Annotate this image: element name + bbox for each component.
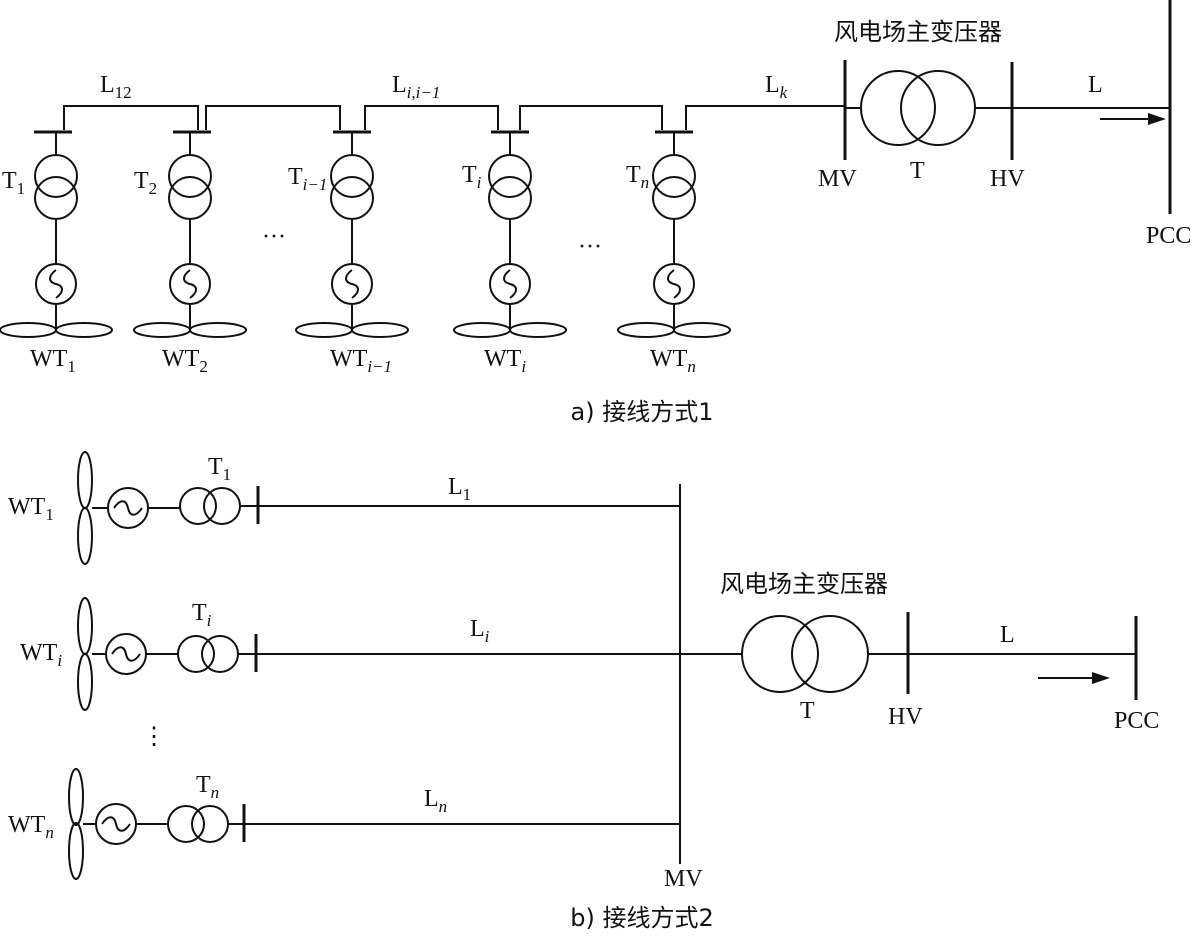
label-lk: Lk xyxy=(765,72,788,102)
label-wt1-b: WT1 xyxy=(8,494,54,524)
unit-2 xyxy=(133,130,247,338)
label-ln-b: Ln xyxy=(424,786,447,816)
label-wti-a: WTi xyxy=(484,346,526,376)
unit-i xyxy=(453,130,567,338)
label-mv-b: MV xyxy=(664,866,703,892)
transformer-t2-icon xyxy=(168,154,212,198)
line-l12 xyxy=(63,105,199,130)
caption-b: b) 接线方式2 xyxy=(570,904,714,932)
unit-i-1 xyxy=(295,130,409,338)
label-ti-b: Ti xyxy=(192,600,212,630)
label-l-b: L xyxy=(1000,622,1015,648)
label-l-a: L xyxy=(1088,72,1103,98)
wind-turbine-i-b-icon xyxy=(77,597,93,655)
line-lk xyxy=(685,105,845,130)
label-ti: Ti xyxy=(462,162,482,192)
label-t1-b: T1 xyxy=(208,454,231,484)
label-li-b: Li xyxy=(470,616,490,646)
label-ti-1: Ti−1 xyxy=(288,164,327,194)
feeder-n xyxy=(68,768,680,880)
caption-a: a) 接线方式1 xyxy=(571,398,714,426)
main-transformer-b-icon xyxy=(741,615,819,693)
ellipsis-a-1: ··· xyxy=(262,224,286,250)
feeder-1 xyxy=(77,451,680,565)
label-hv-a: HV xyxy=(990,166,1025,192)
unit-1 xyxy=(0,130,113,338)
label-wt2-a: WT2 xyxy=(162,346,208,376)
label-wti-b: WTi xyxy=(20,640,62,670)
wind-turbine-1-icon xyxy=(0,322,57,338)
ellipsis-b: ⋮ xyxy=(142,724,166,750)
arrow-head-a-icon xyxy=(1148,113,1166,125)
wind-turbine-i-icon xyxy=(453,322,511,338)
main-transformer-title-a: 风电场主变压器 xyxy=(834,18,1002,46)
diagram-b: 风电场主变压器 WT1 WTi WTn T1 Ti Tn L1 Li Ln ⋮ … xyxy=(8,451,1159,932)
transformer-ti-1-icon xyxy=(330,154,374,198)
label-wti-1-a: WTi−1 xyxy=(330,346,392,376)
label-wtn-b: WTn xyxy=(8,812,54,842)
arrow-head-b-icon xyxy=(1092,672,1110,684)
label-pcc-a: PCC xyxy=(1146,223,1191,249)
label-wtn-a: WTn xyxy=(650,346,696,376)
label-t-b: T xyxy=(800,698,815,724)
label-pcc-b: PCC xyxy=(1114,708,1159,734)
wind-turbine-2-icon xyxy=(133,322,191,338)
transformer-t1-b-icon xyxy=(179,487,217,525)
unit-n xyxy=(617,130,731,338)
wind-turbine-n-icon xyxy=(617,322,675,338)
wind-turbine-i-1-icon xyxy=(295,322,353,338)
transformer-tn-icon xyxy=(652,154,696,198)
label-tn-b: Tn xyxy=(196,772,219,802)
transformer-t1-icon xyxy=(34,154,78,198)
label-t2: T2 xyxy=(134,168,157,198)
diagram-a: 风电场主变压器 L12 Li,i−1 Lk L MV T HV PCC T1 T… xyxy=(0,0,1191,426)
ellipsis-a-2: ··· xyxy=(578,234,602,260)
line-i-to-n xyxy=(519,105,663,130)
line-li-i-1 xyxy=(364,105,499,130)
label-l1-b: L1 xyxy=(448,474,471,504)
label-hv-b: HV xyxy=(888,704,923,730)
wind-turbine-n-b-icon xyxy=(68,768,84,826)
label-mv-a: MV xyxy=(818,166,857,192)
label-wt1-a: WT1 xyxy=(30,346,76,376)
label-t-a: T xyxy=(910,158,925,184)
feeder-i xyxy=(77,597,742,711)
label-l12: L12 xyxy=(100,72,132,102)
transformer-tn-b-icon xyxy=(167,805,205,843)
label-tn: Tn xyxy=(626,162,649,192)
label-li: Li,i−1 xyxy=(392,72,440,102)
label-t1: T1 xyxy=(2,168,25,198)
line-2-to-i-1 xyxy=(205,105,341,130)
transformer-ti-b-icon xyxy=(177,635,215,673)
main-transformer-a-icon xyxy=(860,70,936,146)
wind-turbine-1-b-icon xyxy=(77,451,93,509)
transformer-ti-icon xyxy=(488,154,532,198)
main-transformer-title-b: 风电场主变压器 xyxy=(720,570,888,598)
